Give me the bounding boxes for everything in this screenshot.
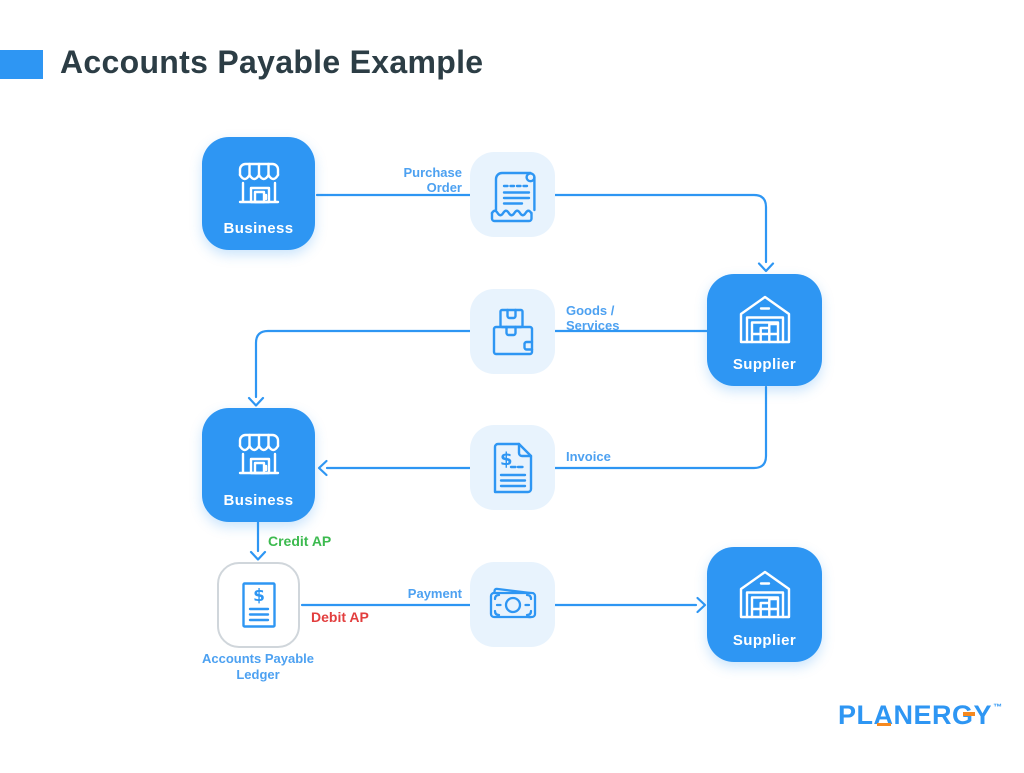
svg-text:$: $ <box>253 586 265 606</box>
arrow-down-icon <box>249 550 267 561</box>
supplier-node-label: Supplier <box>732 632 797 649</box>
supplier-node-right: Supplier <box>707 274 822 386</box>
svg-text:$: $ <box>500 449 513 470</box>
page-title: Accounts Payable Example <box>60 44 484 80</box>
logo-letter: L <box>856 700 874 730</box>
payment-label: Payment <box>407 586 462 601</box>
logo-letter: R <box>932 700 953 730</box>
accounts-payable-ledger-label: Accounts Payable Ledger <box>202 651 314 682</box>
warehouse-icon <box>736 274 794 356</box>
logo-letter: E <box>913 700 933 730</box>
credit-ap-label: Credit AP <box>268 533 332 549</box>
business-node-label: Business <box>223 492 294 509</box>
invoice-label: Invoice <box>566 449 611 464</box>
warehouse-icon <box>736 547 794 632</box>
business-node-top: Business <box>202 137 315 250</box>
logo-letter: A <box>873 700 894 730</box>
invoice-tile: $ <box>470 425 555 510</box>
receipt-icon <box>490 171 536 222</box>
purchase-order-tile <box>470 152 555 237</box>
supplier-node-bottom: Supplier <box>707 547 822 662</box>
logo-letter: Y <box>973 700 993 730</box>
goods-services-connector <box>254 329 709 399</box>
business-node-label: Business <box>223 220 294 237</box>
planergy-logo: PLANERGY™ <box>838 700 1003 731</box>
arrow-right-icon <box>696 596 707 614</box>
planergy-logo-text: PLANERGY <box>838 700 992 730</box>
ledger-document-icon: $ <box>241 582 276 628</box>
debit-ap-label: Debit AP <box>311 609 369 625</box>
logo-letter: G <box>952 700 975 730</box>
accounts-payable-ledger-box: $ <box>217 562 300 648</box>
arrow-down-icon <box>247 396 265 407</box>
title-accent-bar <box>0 50 43 79</box>
supplier-node-label: Supplier <box>732 356 797 373</box>
invoice-document-icon: $ <box>493 442 532 493</box>
logo-letter: N <box>893 700 914 730</box>
storefront-icon <box>231 137 287 220</box>
storefront-icon <box>231 408 287 492</box>
business-node-middle: Business <box>202 408 315 522</box>
purchase-order-label: Purchase Order <box>403 165 462 195</box>
logo-letter: P <box>838 700 857 730</box>
cash-icon <box>489 587 536 618</box>
arrow-left-icon <box>317 459 328 477</box>
invoice-connector <box>325 385 768 470</box>
goods-services-label: Goods / Services <box>566 303 620 333</box>
arrow-down-icon <box>757 262 775 273</box>
trademark-symbol: ™ <box>993 702 1003 712</box>
package-icon <box>492 308 533 355</box>
goods-services-tile <box>470 289 555 374</box>
payment-tile <box>470 562 555 647</box>
purchase-order-connector <box>315 193 768 264</box>
